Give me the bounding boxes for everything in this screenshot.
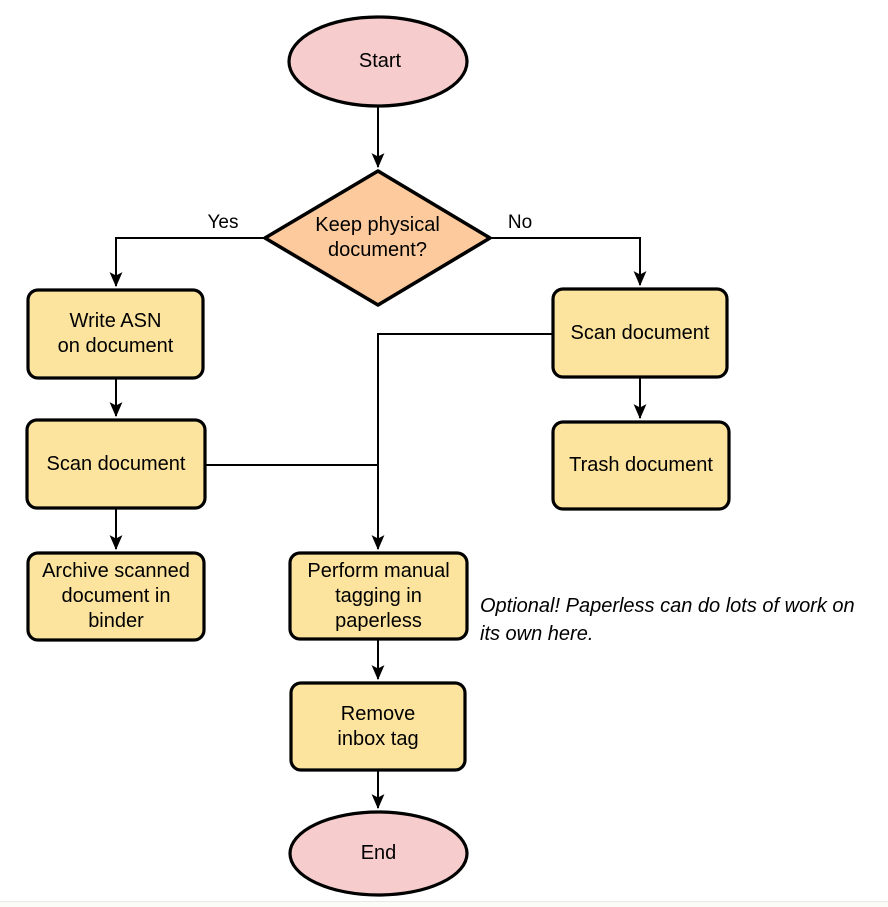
scan-left-label: Scan document	[46, 452, 186, 475]
archive-label: Archive scanned document in binder	[42, 560, 190, 632]
edge-decision-scan-right	[489, 237, 647, 287]
write-asn-label: Write ASN on document	[57, 310, 174, 357]
remove-inbox-tag-box	[289, 681, 467, 772]
perform-tagging-box	[288, 551, 469, 641]
edge-scan-right-perform	[371, 333, 553, 551]
end-ellipse	[288, 810, 469, 897]
decision-diamond	[263, 169, 492, 307]
remove-inbox-tag-label: Remove inbox tag	[337, 702, 419, 750]
end-label: End	[360, 842, 397, 864]
perform-tagging-label: Perform manual tagging in paperless	[307, 559, 450, 632]
trash-box	[551, 420, 731, 511]
edge-decision-write-asn	[109, 237, 266, 288]
no-branch-label: No	[507, 212, 533, 233]
optional-annotation: Optional! Paperless can do lots of work …	[480, 595, 855, 645]
write-asn-box	[26, 288, 205, 380]
trash-label: Trash document	[569, 454, 713, 476]
scan-left-box	[25, 418, 207, 510]
bottom-edge-divider	[0, 901, 888, 907]
start-ellipse	[287, 15, 469, 108]
scan-right-label: Scan document	[570, 321, 710, 344]
scan-right-box	[551, 287, 729, 379]
yes-branch-label: Yes	[207, 212, 239, 233]
decision-label: Keep physical document?	[315, 214, 440, 261]
start-label: Start	[358, 50, 402, 72]
archive-box	[26, 551, 206, 642]
